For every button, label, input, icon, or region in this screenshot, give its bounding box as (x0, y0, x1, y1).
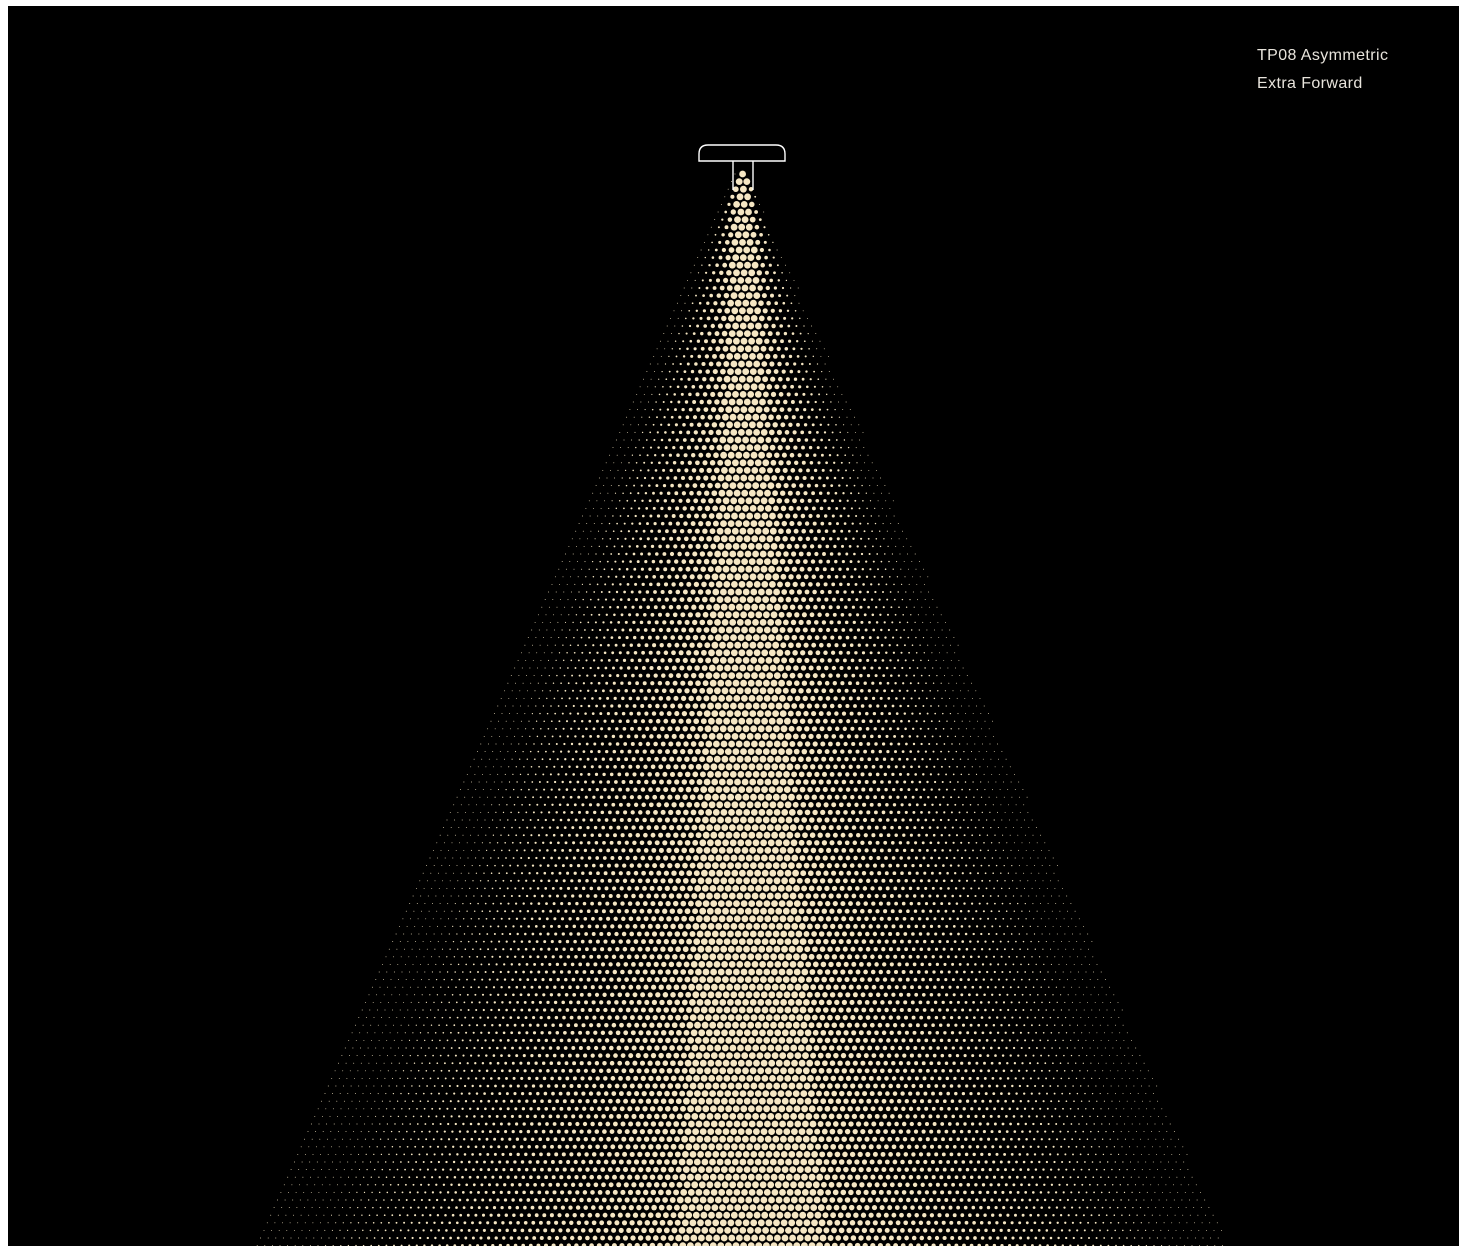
caption-model: TP08 Asymmetric (1257, 47, 1389, 64)
beam-dot-field (256, 170, 1223, 1246)
light-distribution-diagram (256, 144, 1223, 1246)
luminaire-head-icon (698, 144, 786, 190)
caption: TP08 Asymmetric Extra Forward (1257, 42, 1388, 98)
caption-distribution: Extra Forward (1257, 75, 1363, 92)
light-distribution-panel: TP08 Asymmetric Extra Forward (8, 6, 1459, 1246)
